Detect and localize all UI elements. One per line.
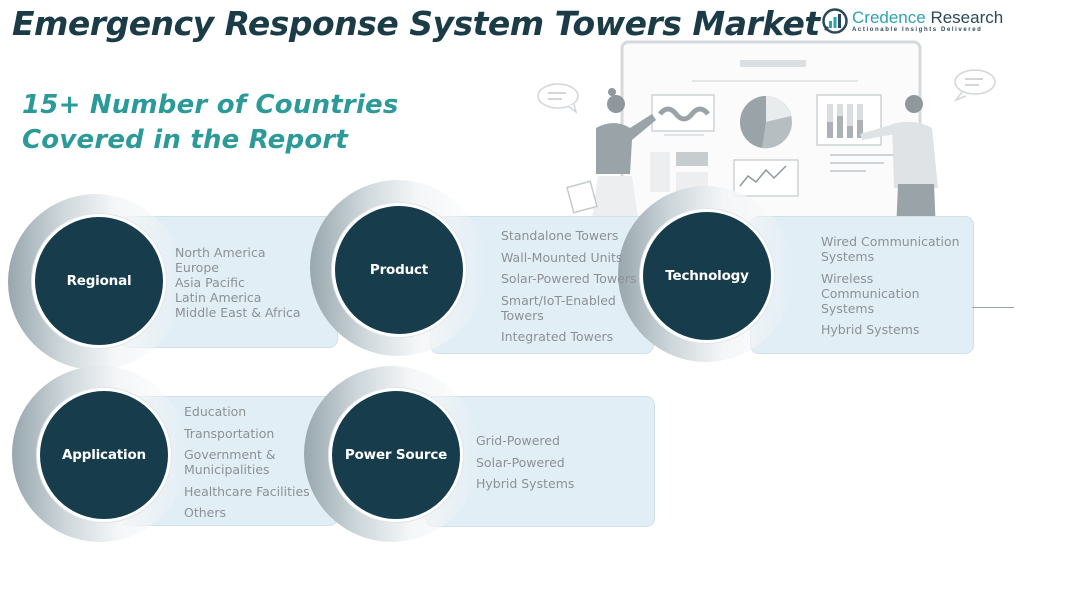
segment-circle-regional: Regional [32, 214, 166, 348]
segment-circle-power-source: Power Source [329, 388, 463, 522]
bar-chart-circle-icon [822, 8, 848, 34]
list-item: Government & Municipalities [184, 447, 276, 477]
segment-circle-product: Product [332, 203, 466, 337]
list-item: North America [175, 245, 266, 260]
bar-chart-panel [816, 94, 882, 146]
list-item: Others [184, 505, 227, 520]
list-item: Solar-Powered [476, 454, 565, 470]
speech-bubble-left-icon [537, 83, 579, 114]
list-item: Hybrid Systems [476, 476, 575, 491]
list-item: Grid-Powered [476, 433, 560, 448]
man-presenter-figure [860, 95, 938, 226]
list-item: Europe [175, 260, 219, 275]
presentation-illustration [537, 40, 996, 226]
credence-research-logo: Credence Research Actionable Insights De… [822, 8, 1003, 34]
board-header-bar [740, 60, 806, 67]
divider-line [972, 307, 1014, 308]
segment-circle-technology: Technology [640, 209, 774, 343]
list-item: Wireless Communication Systems [821, 270, 920, 316]
list-item: Standalone Towers [501, 228, 619, 243]
list-item: Education [184, 404, 247, 419]
list-item: Integrated Towers [501, 329, 614, 344]
regional-items: North America Europe Asia Pacific Latin … [175, 245, 301, 320]
list-item: Smart/IoT-Enabled Towers [501, 292, 616, 323]
product-items: Standalone Towers Wall-Mounted Units Sol… [501, 228, 641, 351]
logo-tagline: Actionable Insights Delivered [852, 27, 983, 33]
speech-bubble-right-icon [953, 69, 996, 102]
line-chart-panel [733, 159, 799, 197]
wave-chart [651, 94, 715, 132]
list-item: Hybrid Systems [821, 322, 920, 337]
woman-presenter-figure [566, 88, 656, 226]
list-item: Wired Communication Systems [821, 234, 960, 264]
segment-circle-application: Application [37, 388, 171, 522]
list-item: Asia Pacific [175, 275, 245, 290]
list-item: Healthcare Facilities [184, 483, 310, 499]
application-items: Education Transportation Government & Mu… [184, 404, 319, 527]
logo-name: Credence Research [852, 8, 1004, 27]
power-source-items: Grid-Powered Solar-Powered Hybrid System… [476, 433, 574, 498]
countries-covered-heading: 15+ Number of Countries Covered in the R… [22, 90, 399, 155]
list-item: Transportation [184, 425, 275, 441]
list-item: Solar-Powered Towers [501, 271, 637, 286]
list-item: Middle East & Africa [175, 305, 301, 320]
list-item: Wall-Mounted Units [501, 249, 623, 265]
list-item: Latin America [175, 290, 262, 305]
technology-items: Wired Communication Systems Wireless Com… [821, 234, 967, 344]
page-title: Emergency Response System Towers Market [12, 4, 820, 43]
pie-chart-icon [739, 96, 792, 149]
